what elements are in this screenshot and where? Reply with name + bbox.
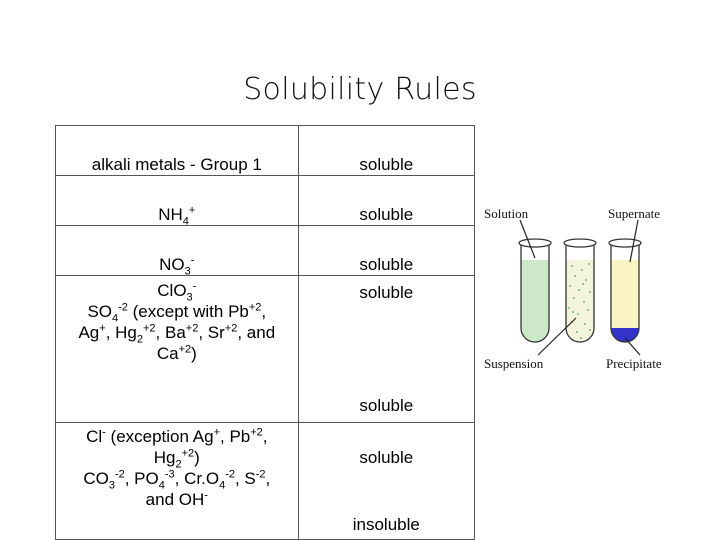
ion-cell: ClO3- SO4-2 (except with Pb+2, Ag+, Hg2+…: [55, 275, 299, 423]
ion-cell: alkali metals - Group 1: [55, 125, 299, 176]
solution-pointer: [519, 219, 536, 259]
suspension-particle: [572, 311, 574, 313]
suspension-particle: [580, 337, 582, 339]
table-row: ClO3- SO4-2 (except with Pb+2, Ag+, Hg2+…: [55, 275, 476, 423]
suspension-particle: [589, 329, 591, 331]
test-tubes-drawing: [518, 219, 642, 356]
supernate-label: Supernate: [608, 206, 660, 221]
ion-text: alkali metals - Group 1: [91, 155, 262, 174]
solubility-cell: soluble: [297, 175, 476, 226]
solubility-cell: soluble: [297, 225, 476, 276]
suspension-particle: [587, 309, 589, 311]
ion-cell: NH4+: [55, 175, 299, 228]
solubility-cell: soluble: [297, 125, 476, 176]
suspension-particle: [573, 297, 575, 299]
suspension-pointer: [537, 317, 577, 356]
table-row: alkali metals - Group 1 soluble: [55, 125, 476, 176]
table-row: Cl- (exception Ag+, Pb+2, Hg2+2) CO3-2, …: [55, 422, 476, 540]
suspension-particle: [578, 289, 580, 291]
ion-rule-text: Cl- (exception Ag+, Pb+2, Hg2+2): [86, 426, 268, 471]
ion-rule-text: SO4-2 (except with Pb+2, Ag+, Hg2+2, Ba+…: [78, 301, 276, 363]
suspension-particle: [568, 307, 570, 309]
solubility-text: soluble: [359, 396, 414, 415]
table-row: NO3- soluble: [55, 225, 476, 278]
solubility-text: soluble: [359, 155, 414, 174]
suspension-tube: [563, 238, 597, 343]
suspension-particle: [585, 279, 587, 281]
suspension-particle: [582, 283, 584, 285]
slide-title: Solubility Rules: [243, 72, 477, 107]
ion-cell: NO3-: [55, 225, 299, 278]
solubility-text: soluble: [359, 205, 414, 224]
suspension-particle: [584, 323, 586, 325]
table-row: NH4+ soluble: [55, 175, 476, 228]
suspension-particle: [574, 275, 576, 277]
suspension-particle: [581, 269, 583, 271]
precipitate-label: Precipitate: [606, 356, 662, 371]
suspension-particle: [576, 331, 578, 333]
solubility-text: soluble: [359, 283, 414, 302]
solution-label: Solution: [484, 206, 529, 221]
supernate-pointer: [629, 219, 639, 263]
solubility-cell: soluble soluble: [297, 275, 476, 423]
test-tube-figure: Solution Supernate Suspension Precipitat…: [478, 200, 683, 380]
solubility-cell: soluble insoluble: [297, 422, 476, 540]
solubility-table: alkali metals - Group 1 soluble NH4+ sol…: [55, 125, 476, 540]
ion-rule-text: CO3-2, PO4-3, Cr.O4-2, S-2, and OH-: [83, 468, 271, 509]
solution-tube: [518, 238, 552, 343]
suspension-label: Suspension: [484, 356, 544, 371]
suspension-particle: [571, 265, 573, 267]
ion-formula: NO3-: [159, 254, 195, 278]
suspension-particle: [589, 291, 591, 293]
ion-formula: ClO3-: [157, 280, 197, 304]
solubility-text: soluble: [359, 255, 414, 274]
suspension-particle: [577, 313, 579, 315]
precipitate-pointer: [624, 337, 641, 356]
precipitate-tube: [608, 238, 642, 343]
suspension-particle: [569, 285, 571, 287]
ion-formula: NH4+: [158, 204, 196, 228]
suspension-particle: [583, 301, 585, 303]
solubility-text: soluble: [359, 448, 414, 467]
solubility-text: insoluble: [352, 515, 420, 534]
ion-cell: Cl- (exception Ag+, Pb+2, Hg2+2) CO3-2, …: [55, 422, 299, 540]
suspension-particle: [588, 263, 590, 265]
